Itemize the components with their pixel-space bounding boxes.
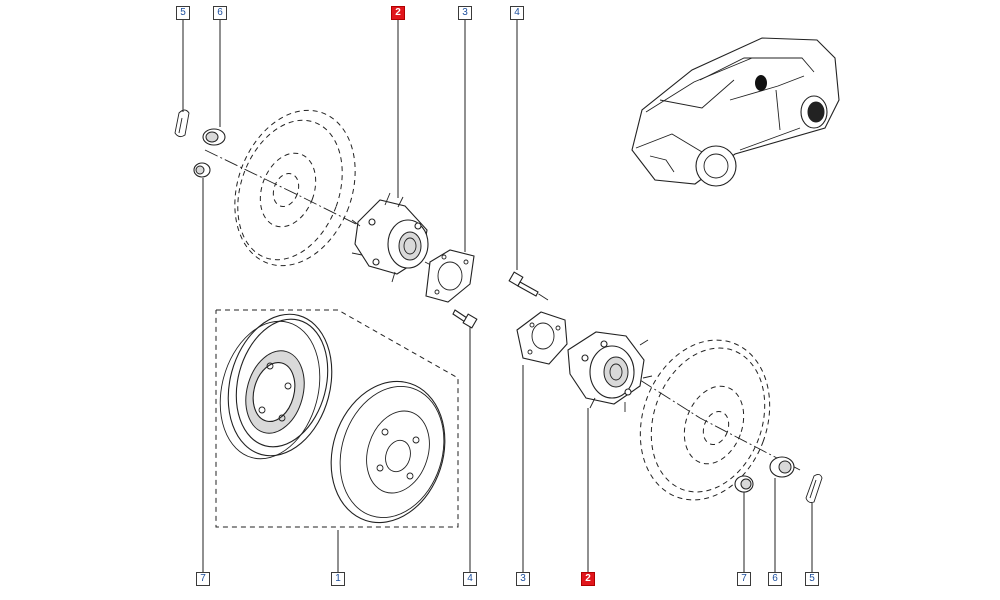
disc-kit-group xyxy=(215,309,459,528)
callout-bottom-4[interactable]: 4 xyxy=(463,572,477,586)
callout-top-4[interactable]: 4 xyxy=(510,6,524,20)
upper-left-assembly xyxy=(174,109,478,329)
brake-disc-front-view xyxy=(330,380,446,524)
split-pin-upper xyxy=(174,109,190,138)
brake-disc-upper-ghost xyxy=(234,109,356,267)
bolt-lower xyxy=(508,271,539,297)
callout-top-2[interactable]: 2 xyxy=(391,6,405,20)
bolt-upper xyxy=(452,309,478,329)
backing-plate-upper xyxy=(425,249,475,303)
backing-plate-lower xyxy=(516,311,568,365)
wheel-hub-upper xyxy=(351,192,429,283)
lower-right-assembly xyxy=(508,271,823,503)
callout-bottom-7b[interactable]: 7 xyxy=(737,572,751,586)
hub-cap-upper xyxy=(193,162,211,178)
leader-lines xyxy=(182,20,813,572)
callout-top-6[interactable]: 6 xyxy=(213,6,227,20)
callout-bottom-1[interactable]: 1 xyxy=(331,572,345,586)
hub-cap-lower xyxy=(734,475,754,493)
split-pin-lower xyxy=(805,473,823,503)
callout-top-3[interactable]: 3 xyxy=(458,6,472,20)
castle-nut-lower xyxy=(769,456,795,478)
brake-disc-back-view xyxy=(219,313,333,460)
callout-bottom-2[interactable]: 2 xyxy=(581,572,595,586)
callout-bottom-3[interactable]: 3 xyxy=(516,572,530,586)
wheel-hub-lower xyxy=(567,331,653,412)
rear-wheel-marker xyxy=(755,75,767,91)
callout-top-5[interactable]: 5 xyxy=(176,6,190,20)
brake-disc-lower-ghost xyxy=(639,339,771,501)
callout-bottom-5[interactable]: 5 xyxy=(805,572,819,586)
callout-bottom-7[interactable]: 7 xyxy=(196,572,210,586)
castle-nut-upper xyxy=(202,128,226,146)
callout-bottom-6[interactable]: 6 xyxy=(768,572,782,586)
suv-rear-wheel-location-icon xyxy=(631,37,840,187)
